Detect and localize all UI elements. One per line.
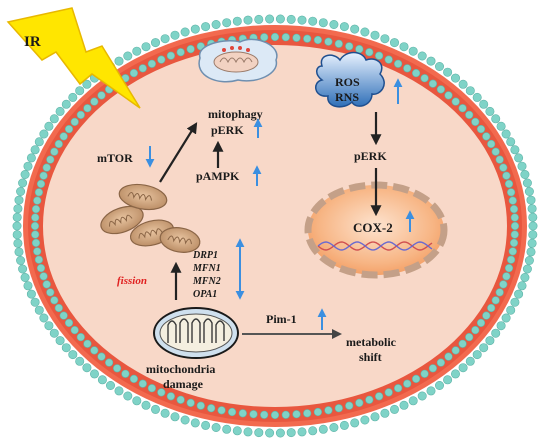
damaged-mitochondrion-icon	[153, 307, 239, 359]
gene-opa1: OPA1	[193, 289, 217, 300]
mtor-label: mTOR	[97, 151, 133, 165]
gene-drp1: DRP1	[192, 250, 218, 261]
mitophagy-icon	[198, 38, 278, 83]
ros-rns-cloud-icon	[315, 51, 385, 108]
rns-label: RNS	[335, 90, 359, 104]
metabolic-label-line2: shift	[359, 350, 382, 364]
gene-mfn1: MFN1	[192, 263, 221, 274]
gene-mfn2: MFN2	[192, 276, 221, 287]
ir-label: IR	[24, 34, 41, 50]
gene-list: DRP1 MFN1 MFN2 OPA1	[192, 250, 221, 300]
cox2-label: COX-2	[353, 220, 393, 235]
pathway-arrows	[159, 112, 382, 339]
pim1-label: Pim-1	[266, 312, 297, 326]
fission-mitochondria-icon	[100, 183, 201, 253]
mito-damage-label-line1: mitochondria	[146, 362, 215, 376]
pampk-label: pAMPK	[196, 169, 240, 183]
ros-label: ROS	[335, 75, 360, 89]
perk-label-left: pERK	[211, 123, 244, 137]
fission-label: fission	[117, 275, 147, 287]
cell-membrane	[12, 14, 538, 438]
perk-label-right: pERK	[354, 149, 387, 163]
dna-helix-icon	[317, 241, 433, 251]
arrow-fission-to-mitophagy	[159, 122, 198, 183]
mito-damage-label-line2: damage	[163, 377, 204, 391]
radiation-lightning-icon: IR	[6, 7, 141, 109]
regulation-arrows	[145, 78, 415, 330]
metabolic-label-line1: metabolic	[346, 335, 397, 349]
mitophagy-label: mitophagy	[208, 107, 263, 121]
